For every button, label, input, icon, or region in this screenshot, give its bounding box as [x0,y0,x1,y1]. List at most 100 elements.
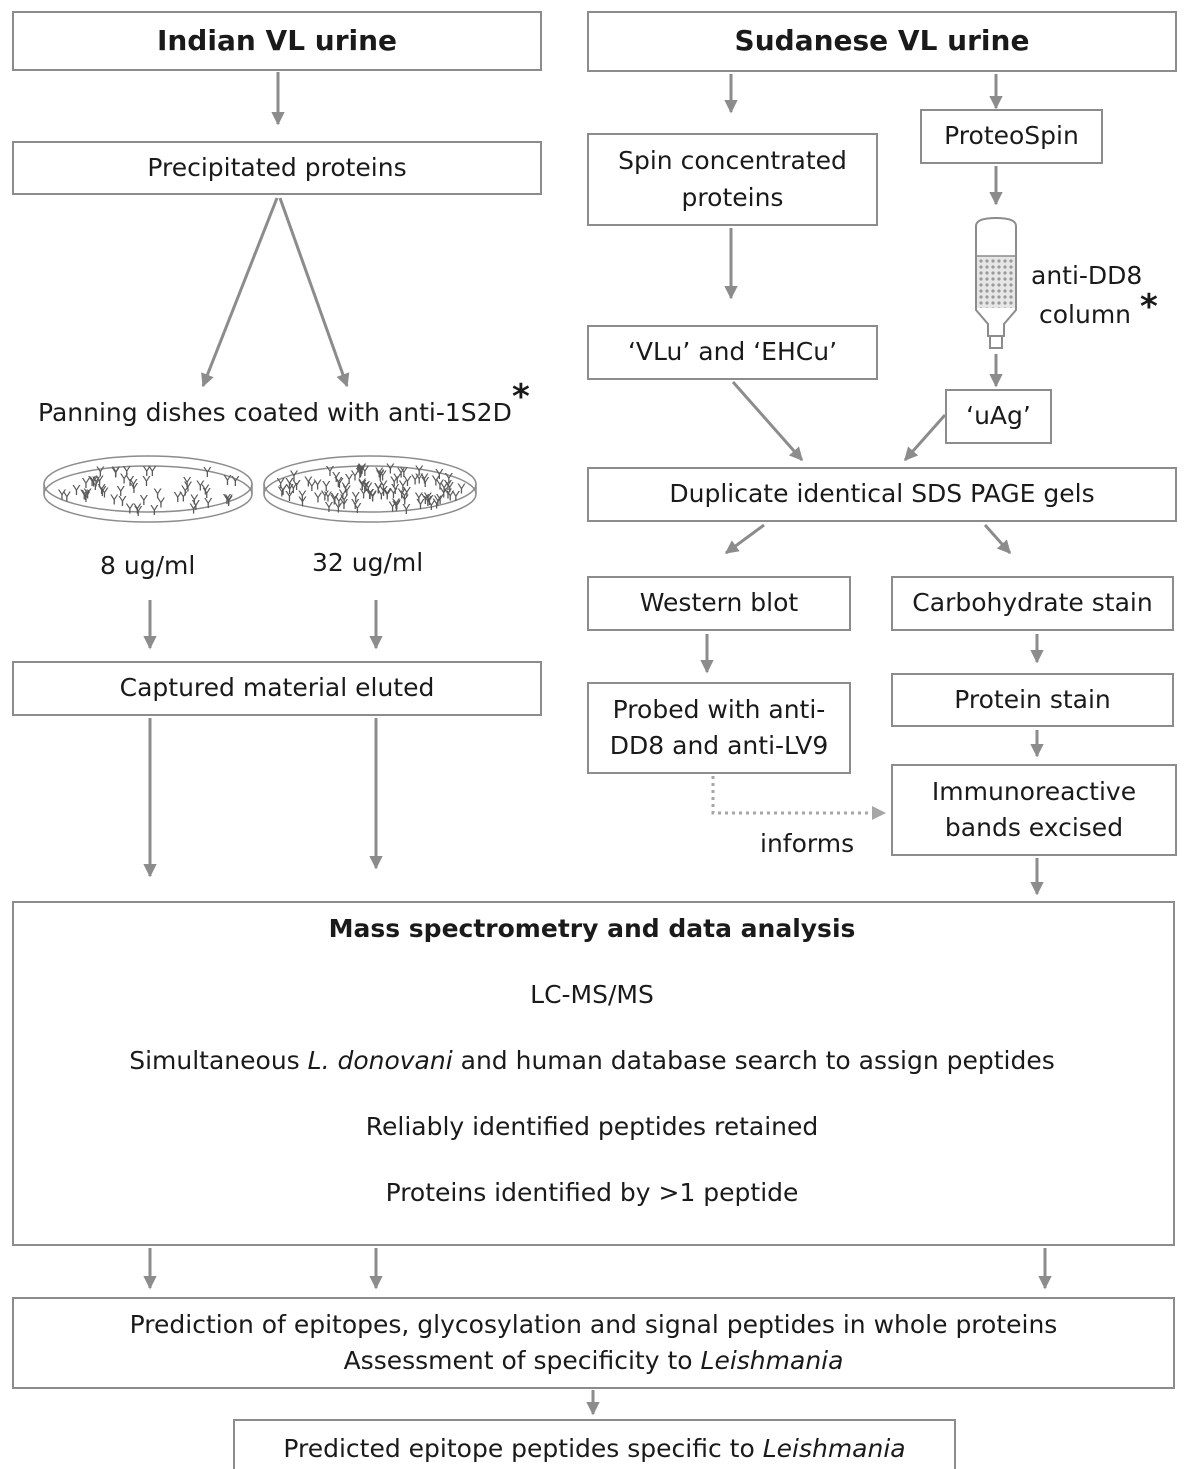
prediction-line2: Assessment of specificity to Leishmania [344,1343,844,1379]
informs-dotted-connector [711,776,876,815]
indian-title-box: Indian VL urine [12,11,542,71]
antibody-glyph: Y [142,475,151,490]
antibody-glyph: Y [149,504,158,519]
antibody-glyph: Y [374,467,383,482]
spin-line1: Spin concentrated [618,146,847,176]
antibody-glyph: Y [111,467,120,482]
antibody-glyph: Y [129,482,138,497]
antibody-glyph: Y [439,487,448,502]
antibody-glyph: Y [189,493,198,508]
antibody-glyph: Y [357,463,366,478]
antibody-glyph: Y [457,482,466,497]
antibody-glyph: Y [435,478,444,493]
antibody-glyph: Y [416,498,425,513]
antibody-glyph: Y [178,490,187,505]
antibody-glyph: Y [396,466,405,481]
antibody-glyph: Y [87,475,96,490]
antibody-glyph: Y [403,475,412,490]
antibody-glyph: Y [400,494,409,509]
antibody-glyph: Y [401,503,410,518]
antibody-glyph: Y [414,491,423,506]
antibody-glyph: Y [350,498,359,513]
antibody-glyph: Y [357,462,366,477]
antibody-glyph: Y [297,490,306,505]
bands-line2: bands excised [944,813,1124,842]
antibody-glyph: Y [443,479,452,494]
antibody-glyph: Y [360,465,369,480]
protein-stain-label: Protein stain [954,684,1111,714]
final-box: Predicted epitope peptides specific to L… [233,1419,956,1469]
antibody-glyph: Y [129,478,138,493]
antibody-glyph: Y [382,487,391,502]
antibody-glyph: Y [329,493,338,508]
antibody-glyph: Y [373,483,382,498]
antibody-glyph: Y [359,487,368,502]
antibody-glyph: Y [313,479,322,494]
arrow-gels-to-carb [983,524,1012,555]
antibody-glyph: Y [420,473,429,488]
proteospin-box: ProteoSpin [920,109,1103,164]
probed-line2: DD8 and anti-LV9 [609,731,829,760]
gels-box: Duplicate identical SDS PAGE gels [587,467,1177,522]
antibody-glyph: Y [230,475,239,490]
antibody-glyph: Y [341,482,350,497]
vlu-ehcu-label: ‘VLu’ and ‘EHCu’ [627,337,838,367]
arrow-precipitated-to-dish-low [201,197,279,388]
conc-high-label: 32 ug/ml [312,548,424,577]
panning-asterisk: * [512,377,530,417]
captured-label: Captured material eluted [119,673,435,703]
antibody-glyph: Y [222,493,231,508]
antibody-glyph: Y [313,492,322,507]
antibody-glyph: Y [90,479,99,494]
arrow-uag-to-gels [903,414,947,462]
ms-box [12,901,1175,1246]
antibody-glyph: Y [292,479,301,494]
antibody-glyph: Y [434,468,443,483]
gels-label: Duplicate identical SDS PAGE gels [669,479,1095,509]
antibody-glyph: Y [325,465,334,480]
antibody-glyph: Y [95,465,104,480]
spin-line2: proteins [681,182,784,212]
antibody-glyph: Y [324,501,333,516]
antibody-glyph: Y [352,502,361,517]
antibody-glyph: Y [445,489,454,504]
antibody-glyph: Y [277,486,286,501]
spin-box: Spin concentrated proteins [587,133,878,226]
uag-box: ‘uAg’ [945,389,1052,444]
antibody-glyph: Y [278,484,287,499]
antibody-glyph: Y [79,489,88,504]
antibody-glyph: Y [342,485,351,500]
antibody-glyph: Y [379,480,388,495]
arrow-gels-to-western [724,523,765,555]
western-label: Western blot [639,588,799,618]
antibody-glyph: Y [433,494,442,509]
column-icon [975,216,1017,349]
arrow-precipitated-to-dish-high [278,197,350,388]
antibody-glyph: Y [289,469,298,484]
antibody-glyph: Y [202,487,211,502]
bands-line1: Immunoreactive [931,776,1137,806]
antibody-glyph: Y [57,489,66,504]
antibody-glyph: Y [390,483,399,498]
antibody-glyph: Y [420,476,429,491]
sudanese-title: Sudanese VL urine [734,24,1030,58]
antibody-glyph: Y [391,500,400,515]
antibody-glyph: Y [180,484,189,499]
uag-label: ‘uAg’ [966,401,1031,431]
antibody-glyph: Y [125,475,134,490]
antibody-glyph: Y [400,489,409,504]
arrow-vlu-to-gels [731,381,804,462]
ms-search-pre: Simultaneous [129,1046,308,1075]
antibody-glyph: Y [288,482,297,497]
antibody-glyph: Y [142,465,151,480]
antibody-glyph: Y [392,472,401,487]
antibody-glyph: Y [363,481,372,496]
antibody-glyph: Y [111,465,120,480]
antibody-glyph: Y [116,485,125,500]
final-label-pre: Predicted epitope peptides specific to [283,1434,763,1463]
antibody-glyph: Y [382,489,391,504]
prediction-line1: Prediction of epitopes, glycosylation an… [129,1309,1058,1339]
antibody-glyph: Y [307,480,316,495]
antibody-glyph: Y [333,502,342,517]
antibody-glyph: Y [375,468,384,483]
